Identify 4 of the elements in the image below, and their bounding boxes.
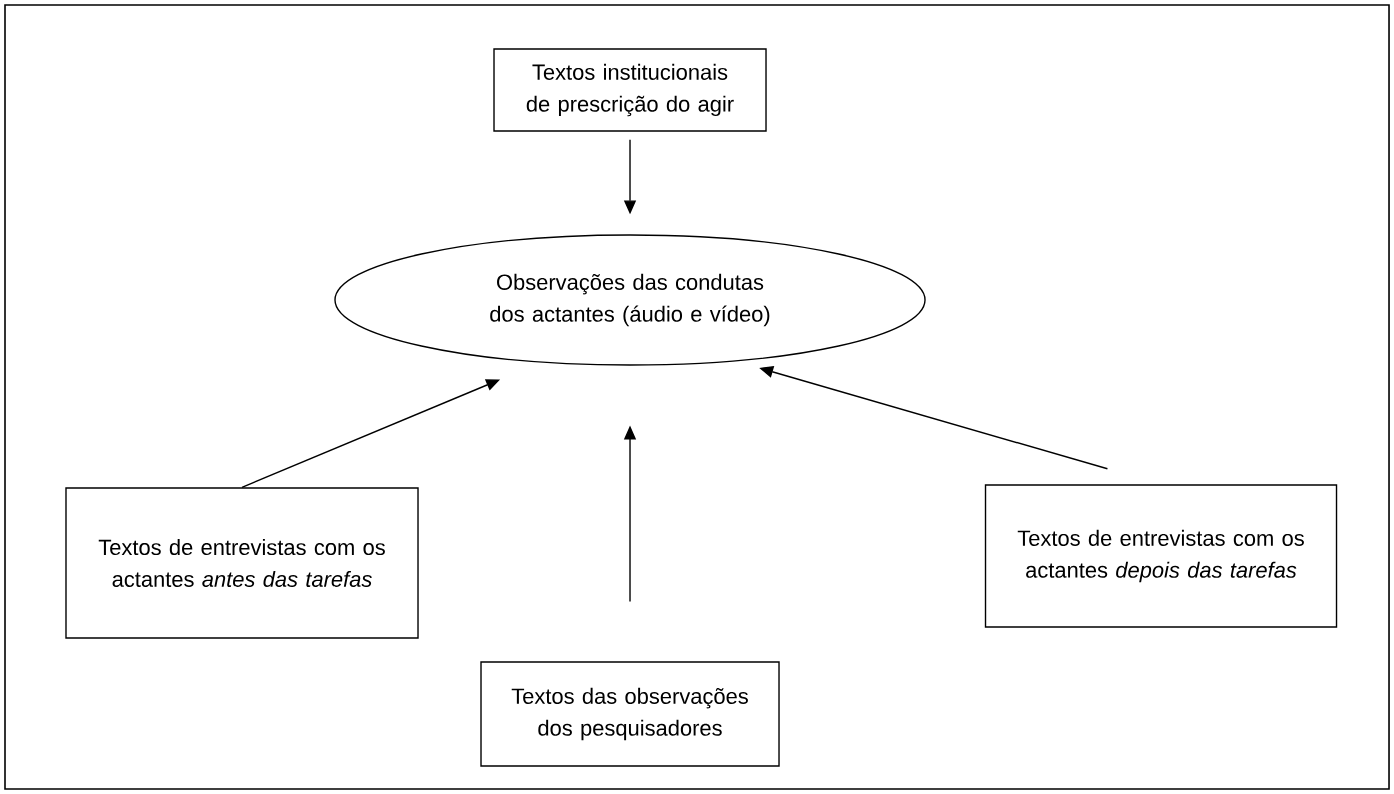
text-box: Textos de entrevistas com os actantes antes das tarefas (65, 487, 419, 639)
text-box: Textos institucionais de prescrição do agir (493, 48, 767, 132)
text-box: Textos de entrevistas com os actantes depois das tarefas (984, 484, 1338, 628)
text-box: Textos das observações dos pesquisadores (480, 661, 780, 767)
